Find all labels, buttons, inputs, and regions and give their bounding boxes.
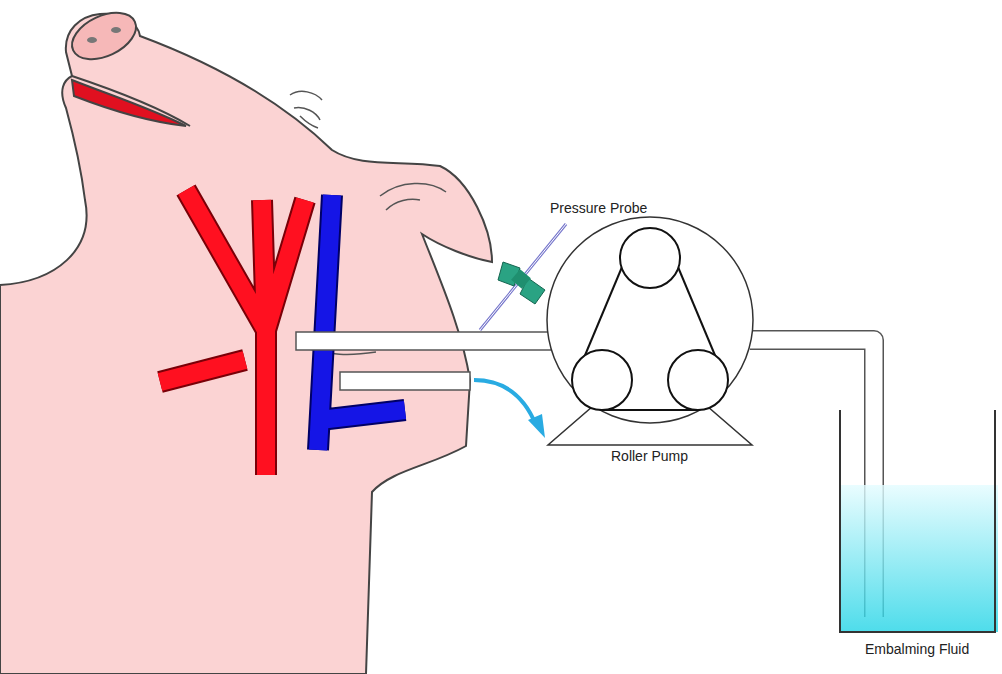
tube-wall [750, 340, 874, 410]
part-label: Pressure Probe [550, 200, 647, 216]
tube-bore [750, 340, 874, 410]
node-label: Embalming Fluid [865, 641, 969, 657]
roller-pump-outline [545, 210, 755, 472]
fluid-container: Embalming Fluid [835, 405, 1000, 667]
node-label: Roller Pump [611, 448, 688, 464]
roller-pump: Roller Pump [545, 210, 755, 472]
fluid-container-outline [835, 405, 1000, 667]
tube-connector [750, 340, 874, 410]
